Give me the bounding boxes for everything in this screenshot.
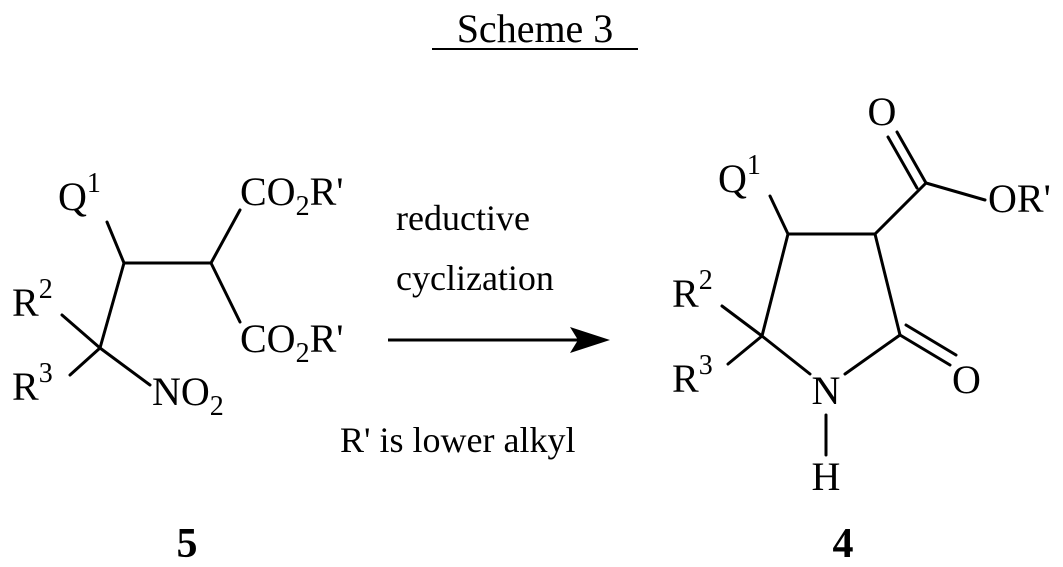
reactant-r3-label: R3 (12, 358, 53, 409)
scheme-title: Scheme 3 (457, 6, 614, 51)
reactant-ester-top-label: CO2R' (240, 169, 343, 222)
reactant-nitro-label: NO2 (152, 369, 224, 422)
product-n-label: N (812, 368, 841, 413)
bond-c3-r3 (70, 348, 100, 375)
bond-c5-r3 (728, 336, 762, 364)
reactant-q1-label: Q1 (58, 168, 101, 219)
bond-ester-o (926, 183, 985, 200)
bond-c2-n (845, 335, 900, 374)
bond-c4-q1 (770, 196, 788, 234)
reaction-arrow (388, 327, 610, 353)
reactant-ester-bottom-label: CO2R' (240, 316, 343, 369)
bond-c2-ester-top (211, 210, 240, 263)
product-structure: Q1 R2 R3 O OR' O N H (672, 89, 1051, 499)
bond-c3-carbonyl (875, 183, 926, 234)
reactant-structure: Q1 R2 R3 CO2R' CO2R' NO2 (12, 168, 343, 422)
bond-c5-c4 (762, 234, 788, 336)
product-h-label: H (812, 454, 841, 499)
bond-c1-c3 (100, 263, 124, 348)
condition-line-1: reductive (396, 198, 530, 238)
product-lactam-o-label: O (952, 357, 981, 402)
bond-c2-ester-bottom (211, 263, 240, 322)
condition-line-2: cyclization (396, 258, 554, 298)
bond-c5-r2 (722, 306, 762, 336)
product-carbonyl-o-label: O (868, 89, 897, 134)
bond-c3-r2 (62, 315, 100, 348)
product-r3-label: R3 (672, 350, 713, 401)
product-r2-label: R2 (672, 265, 713, 316)
bond-q1-c1 (107, 222, 124, 263)
bond-lactam-double-1 (900, 335, 950, 365)
bond-lactam-double-2 (906, 325, 956, 355)
reactant-r2-label: R2 (12, 274, 53, 325)
reactant-number: 5 (177, 521, 198, 567)
product-ester-o-label: OR' (988, 176, 1051, 221)
product-number: 4 (833, 521, 854, 567)
product-q1-label: Q1 (718, 150, 761, 201)
bond-n-c5 (762, 336, 810, 374)
bond-c3-nitro (100, 348, 150, 385)
bond-c3-c2 (875, 234, 900, 335)
condition-note: R' is lower alkyl (340, 420, 575, 460)
